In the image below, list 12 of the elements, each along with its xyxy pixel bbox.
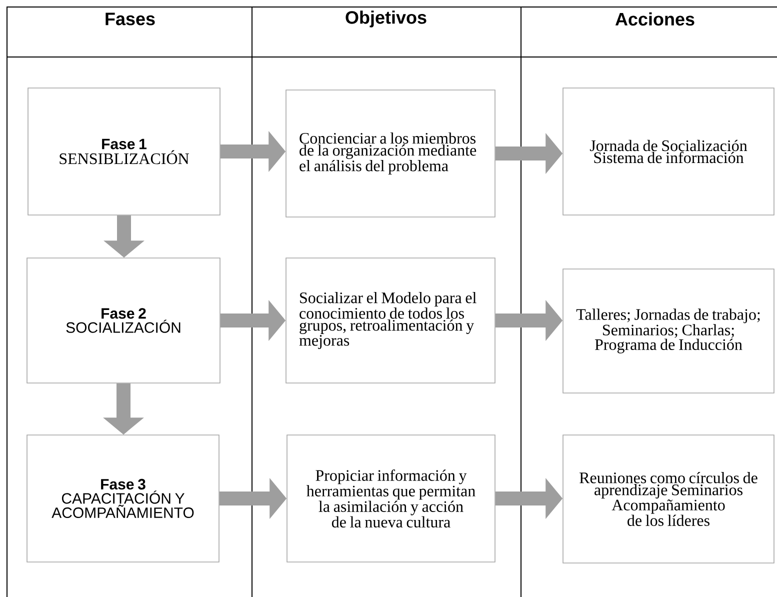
column-header: Objetivos (346, 10, 426, 28)
objective-box: Socializar el Modelo para el conocimiento de todos los grupos, retroalimentación y mejoras (286, 258, 496, 384)
action-box: Reuniones como círculos de aprendizaje Seminarios Acompañamiento de los líderes (562, 434, 774, 564)
column-header: Acciones (615, 12, 694, 26)
phase-box: Fase 1 SENSIBLIZACIÓN (28, 88, 220, 216)
objective-box: Concienciar a los miembros de la organización mediante el análisis del problema (286, 90, 496, 218)
phase-box: Fase 3 CAPACITACIÓN Y ACOMPAÑAMIENTO (26, 434, 220, 562)
column-header: Fases (106, 12, 155, 26)
phase-box: Fase 2 SOCIALIZACIÓN (26, 258, 220, 384)
action-box: Talleres; Jornadas de trabajo; Seminarios; Charlas; Programa de Inducción (562, 268, 774, 394)
objective-box: Propiciar información y herramientas que permitan la asimilación y acción de la nueva cultura (286, 434, 496, 562)
action-box: Jornada de Socialización Sistema de información (562, 88, 774, 216)
